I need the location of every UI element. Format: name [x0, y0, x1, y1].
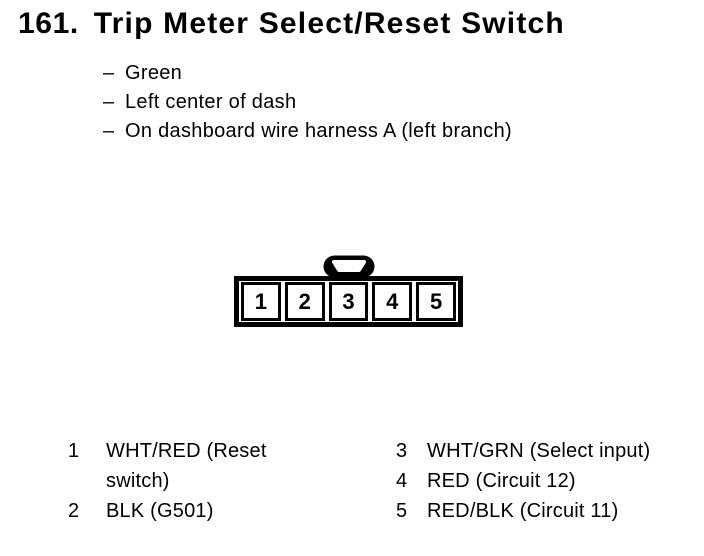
- detail-item: – Left center of dash: [103, 88, 512, 117]
- pin-cell-5: 5: [416, 282, 456, 321]
- section-heading: 161. Trip Meter Select/Reset Switch: [18, 7, 565, 41]
- legend-pin-label: WHT/RED (Reset switch): [106, 440, 267, 492]
- dash-marker: –: [103, 120, 115, 142]
- detail-text: On dashboard wire harness A (left branch…: [125, 120, 512, 142]
- pin-cell-3: 3: [328, 282, 369, 321]
- legend-pin-number: 1: [68, 440, 80, 462]
- connector-latch-icon: [323, 255, 374, 278]
- dash-marker: –: [103, 62, 115, 84]
- detail-item: – Green: [103, 59, 512, 88]
- detail-list: – Green – Left center of dash – On dashb…: [103, 59, 512, 146]
- legend-row: 3 WHT/GRN (Select input): [396, 436, 696, 466]
- legend-row: 1 WHT/RED (Reset switch): [68, 436, 298, 496]
- detail-item: – On dashboard wire harness A (left bran…: [103, 117, 512, 146]
- legend-pin-number: 3: [396, 440, 408, 462]
- legend-pin-label: RED/BLK (Circuit 11): [427, 500, 619, 522]
- legend-pin-number: 5: [396, 500, 408, 522]
- detail-text: Green: [125, 62, 183, 84]
- connector-diagram: 1 2 3 4 5: [234, 254, 463, 327]
- pin-cell-1: 1: [241, 282, 281, 321]
- section-title: Trip Meter Select/Reset Switch: [93, 7, 565, 40]
- legend-pin-label: RED (Circuit 12): [427, 470, 576, 492]
- legend-row: 4 RED (Circuit 12): [396, 466, 696, 496]
- pin-cell-4: 4: [372, 282, 413, 321]
- pin-cell-2: 2: [284, 282, 325, 321]
- section-number: 161.: [18, 7, 79, 40]
- legend-pin-label: BLK (G501): [106, 500, 214, 522]
- legend-pin-number: 2: [68, 500, 80, 522]
- legend-pin-number: 4: [396, 470, 408, 492]
- legend-pin-label: WHT/GRN (Select input): [427, 440, 651, 462]
- legend-column-left: 1 WHT/RED (Reset switch) 2 BLK (G501): [68, 436, 298, 526]
- dash-marker: –: [103, 91, 115, 113]
- legend-row: 2 BLK (G501): [68, 496, 298, 526]
- legend-column-right: 3 WHT/GRN (Select input) 4 RED (Circuit …: [396, 436, 696, 526]
- detail-text: Left center of dash: [125, 91, 297, 113]
- connector-body: 1 2 3 4 5: [234, 276, 463, 327]
- legend-row: 5 RED/BLK (Circuit 11): [396, 496, 696, 526]
